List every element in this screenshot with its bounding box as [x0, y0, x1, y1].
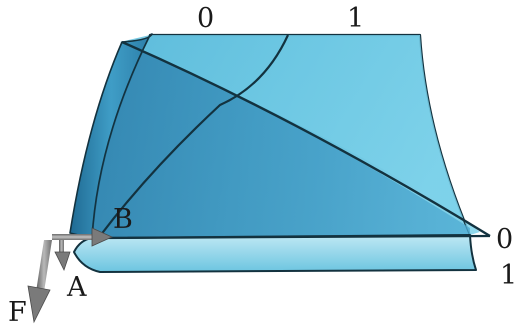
diagonal-curve [121, 40, 491, 238]
label-point-a: A [66, 272, 87, 303]
label-top-left: 0 [197, 3, 214, 34]
label-top-right: 1 [347, 3, 364, 34]
surface-upper-region [120, 35, 480, 235]
label-force-f: F [8, 297, 27, 328]
arrow-b [52, 227, 113, 247]
surface-front-strip [73, 234, 477, 273]
arrow-f [27, 240, 52, 324]
label-right-upper: 0 [496, 224, 513, 255]
label-right-lower: 1 [500, 260, 517, 291]
surface-lower-region [92, 42, 470, 238]
label-point-b: B [113, 204, 133, 235]
front-edge-line [95, 234, 491, 240]
curve-to-b [99, 34, 289, 237]
arrow-a [54, 240, 71, 272]
